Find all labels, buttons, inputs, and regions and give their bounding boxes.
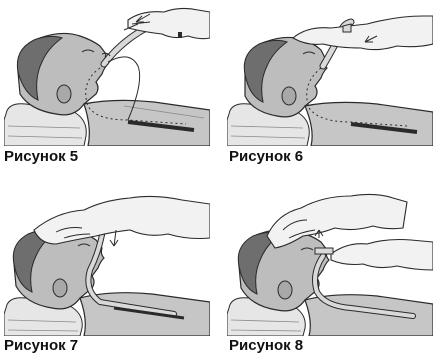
figure-caption: Рисунок 7 [4,338,78,354]
figure-caption: Рисунок 5 [4,149,78,165]
laryngeal-tube-insertion-illustration [4,190,210,336]
laryngeal-tube-insertion-illustration [4,2,210,146]
laryngeal-tube-insertion-illustration [227,2,433,146]
figure-caption: Рисунок 6 [229,149,303,165]
laryngeal-tube-insertion-illustration [227,190,433,336]
figure-caption: Рисунок 8 [229,338,303,354]
